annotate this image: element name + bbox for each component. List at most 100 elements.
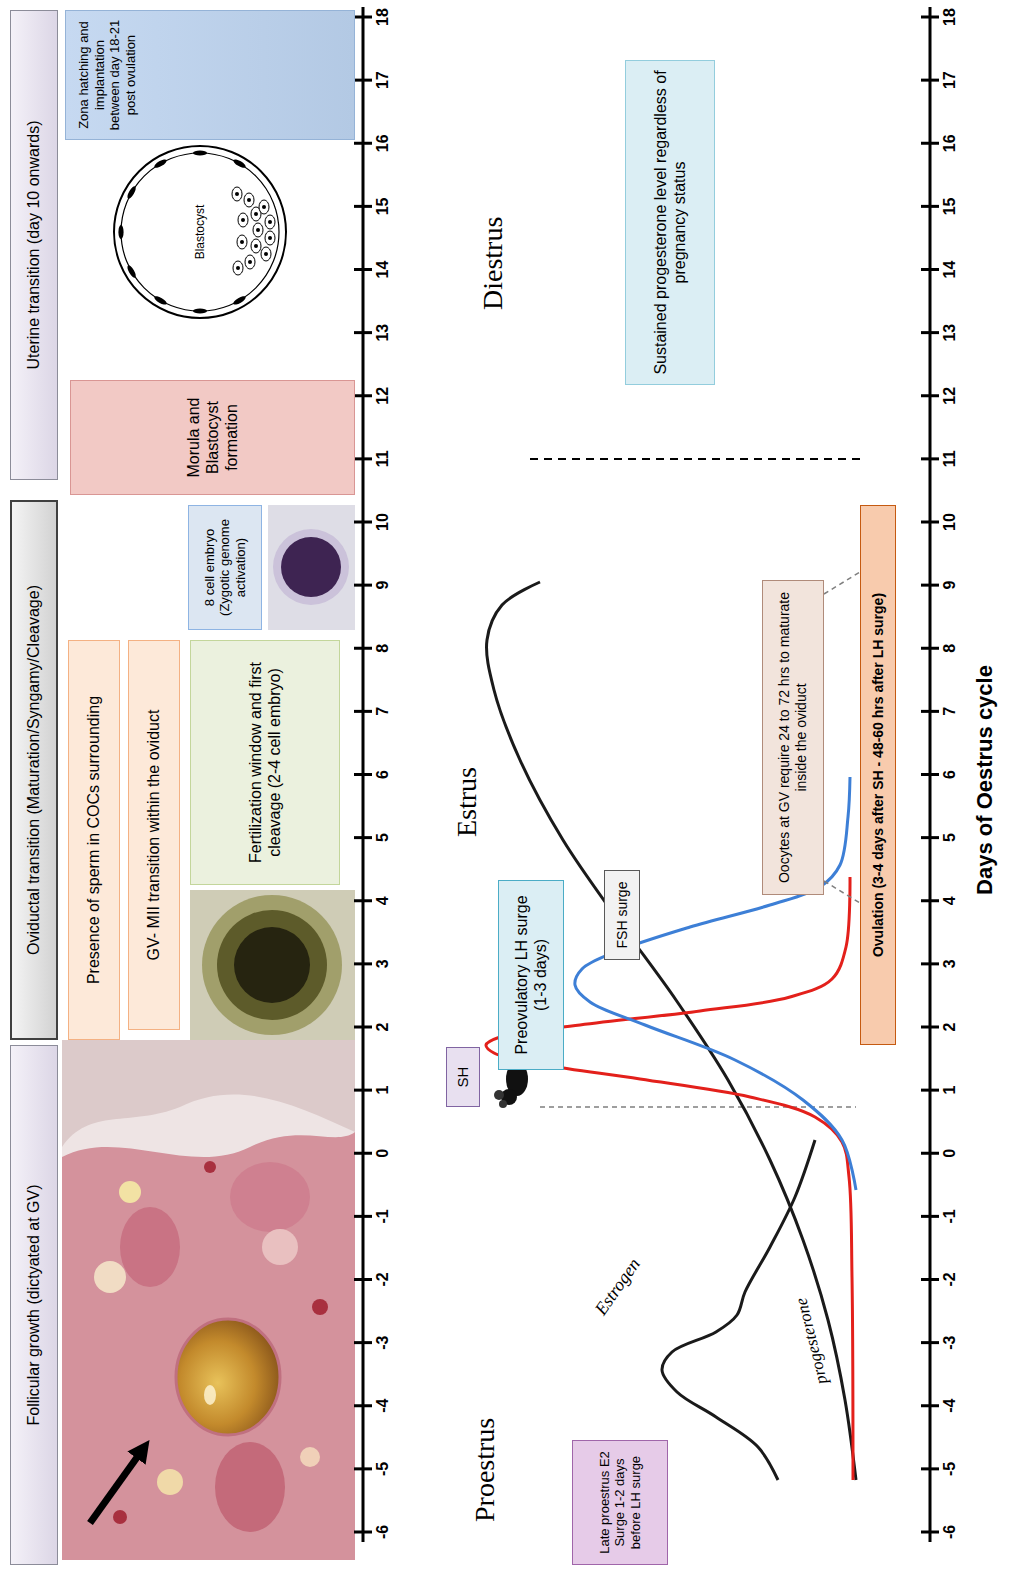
axis-tick [921, 394, 939, 397]
tick-label: 8 [941, 644, 959, 653]
box-text: 8 cell embryo (Zygotic genome activation… [202, 512, 249, 623]
cell-nucleus [235, 192, 239, 196]
tick-label: -5 [374, 1462, 392, 1476]
axes [354, 7, 939, 1542]
event-box: Morula and Blastocyst formation [70, 380, 355, 495]
tick-label: 17 [374, 71, 392, 89]
axis-tick [354, 899, 372, 902]
phase-divider [530, 458, 862, 460]
phase-label: Proestrus [470, 1418, 501, 1522]
marker-box: SH [446, 1047, 480, 1107]
event-box: 8 cell embryo (Zygotic genome activation… [188, 505, 262, 630]
cumulus-cells [202, 895, 342, 1035]
trophectoderm-cell [153, 295, 168, 307]
tick-label: 13 [374, 324, 392, 342]
curve-label: Estrogen [591, 1255, 644, 1319]
axis-tick [921, 1089, 939, 1092]
tick-label: 1 [374, 1086, 392, 1095]
tick-label: 14 [374, 261, 392, 279]
axis-tick [354, 1467, 372, 1470]
phase-label: Estrus [452, 767, 483, 837]
tick-label: 16 [941, 134, 959, 152]
axis-tick [354, 457, 372, 460]
mouse-ear [499, 1100, 507, 1108]
axis-tick [354, 16, 372, 19]
tick-label: -3 [941, 1336, 959, 1350]
inner-cell-mass-cell [253, 223, 263, 237]
axis-tick [921, 1278, 939, 1281]
progesterone-curve [487, 582, 856, 1480]
axis-tick [354, 1531, 372, 1534]
axis-tick [354, 142, 372, 145]
box-text: Morula and Blastocyst formation [184, 387, 242, 488]
cumulus-cells [217, 910, 327, 1020]
box-text: GV- MII transition within the oviduct [144, 710, 163, 961]
tick-label: 10 [374, 513, 392, 531]
embryo-photo [268, 505, 355, 630]
stage-header: Oviductal transition (Maturation/Syngamy… [10, 500, 58, 1040]
axis-tick [921, 1467, 939, 1470]
cell-nucleus [264, 252, 268, 256]
axis-tick [921, 1404, 939, 1407]
leader-line [824, 572, 860, 594]
ovary-lobe [120, 1207, 180, 1287]
tick-label: 11 [941, 450, 959, 467]
axis-title: Days of Oestrus cycle [973, 665, 997, 895]
tick-label: 9 [941, 581, 959, 590]
inner-cell-mass-cell [259, 200, 269, 214]
tick-label: -1 [941, 1209, 959, 1223]
tick-label: 16 [374, 134, 392, 152]
trophectoderm-cell [126, 185, 138, 200]
tick-label: -1 [374, 1209, 392, 1223]
axis-tick [354, 584, 372, 587]
axis-tick [921, 1026, 939, 1029]
axis-tick [921, 1341, 939, 1344]
leader-line [824, 881, 860, 903]
box-text: Follicular growth (dictyated at GV) [24, 1185, 43, 1426]
tick-label: 18 [374, 8, 392, 26]
box-text: Preovulatory LH surge (1-3 days) [512, 887, 550, 1063]
box-text: Fertilization window and first cleavage … [246, 647, 284, 878]
zona-ring [114, 146, 286, 318]
inner-cell-mass-cell [233, 261, 243, 275]
axis-tick [921, 1152, 939, 1155]
callout-box: Late proestrus E2 Surge 1-2 days before … [572, 1440, 668, 1565]
event-box: Presence of sperm in COCs surrounding [68, 640, 120, 1040]
axis-tick [921, 836, 939, 839]
photo-ground [190, 890, 355, 1040]
small-follicle [119, 1181, 141, 1203]
cell-nucleus [262, 205, 266, 209]
tick-label: 3 [374, 959, 392, 968]
tick-label: -2 [374, 1272, 392, 1286]
coc-photo [190, 890, 355, 1040]
axis-tick [921, 1215, 939, 1218]
axis-tick [354, 521, 372, 524]
axis-tick [354, 836, 372, 839]
tick-label: -6 [374, 1525, 392, 1539]
tick-label: 7 [374, 707, 392, 716]
trophectoderm-cell [232, 158, 247, 170]
blood-spot [113, 1510, 127, 1524]
inner-cell-mass-cell [245, 255, 255, 269]
preovulatory-follicle [176, 1319, 280, 1435]
callout-box: Oocytes at GV require 24 to 72 hrs to ma… [762, 580, 824, 895]
axis-tick [921, 331, 939, 334]
trophectoderm-cell [118, 225, 123, 239]
axis-tick [921, 1531, 939, 1534]
tick-label: 1 [941, 1086, 959, 1095]
small-follicle [94, 1261, 126, 1293]
tick-label: 10 [941, 513, 959, 531]
tick-label: 8 [374, 644, 392, 653]
tick-label: 4 [941, 896, 959, 905]
trophectoderm-cell [193, 308, 207, 313]
surrounding-tissue [62, 1040, 355, 1147]
tick-label: 17 [941, 71, 959, 89]
tick-label: 6 [374, 770, 392, 779]
ovary-tissue [62, 1132, 355, 1560]
inner-cell-mass-cell [237, 235, 247, 249]
axis-tick [354, 1215, 372, 1218]
axis-tick [354, 773, 372, 776]
cell-nucleus [268, 220, 272, 224]
axis-tick [354, 647, 372, 650]
